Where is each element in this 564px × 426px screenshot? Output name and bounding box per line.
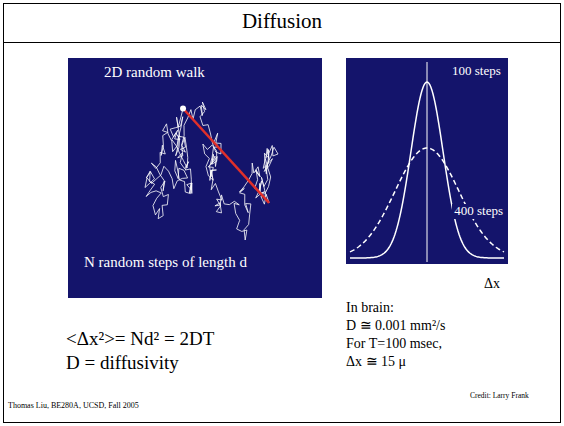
slide-text: <Δx²>= Nd² = 2DT	[66, 328, 214, 350]
panel-label: 100 steps	[452, 64, 501, 79]
credit-note: Credit: Larry Frank	[470, 392, 529, 401]
slide-text: D ≅ 0.001 mm²/s	[346, 318, 445, 334]
panel: 2D random walk N random steps of length d	[68, 58, 322, 298]
walk-end-dot	[180, 106, 186, 112]
net-displacement	[183, 109, 269, 203]
center-line	[427, 62, 428, 262]
slide-frame	[4, 4, 561, 423]
walk-path	[145, 102, 278, 240]
axis-label: Δx	[484, 276, 500, 292]
gauss-panel	[346, 58, 508, 264]
walk-panel	[68, 58, 322, 298]
slide-text: Δx ≅ 15 μ	[346, 354, 406, 370]
random-walk	[145, 102, 278, 240]
panel-label: N random steps of length d	[84, 254, 247, 271]
dashed-curve	[350, 148, 504, 252]
panel-label: 2D random walk	[104, 64, 205, 81]
slide-text: D = diffusivity	[66, 352, 179, 374]
panel: 100 steps 400 steps	[346, 58, 508, 264]
slide-title: Diffusion	[242, 9, 322, 33]
solid-curve	[350, 82, 504, 258]
title-rule	[4, 42, 561, 43]
gaussian-curves	[350, 62, 504, 262]
slide-text: For T=100 msec,	[346, 336, 442, 352]
credit-note: Thomas Liu, BE280A, UCSD, Fall 2005	[8, 401, 139, 410]
panel-label: 400 steps	[452, 204, 505, 219]
slide-text: In brain:	[346, 300, 394, 316]
